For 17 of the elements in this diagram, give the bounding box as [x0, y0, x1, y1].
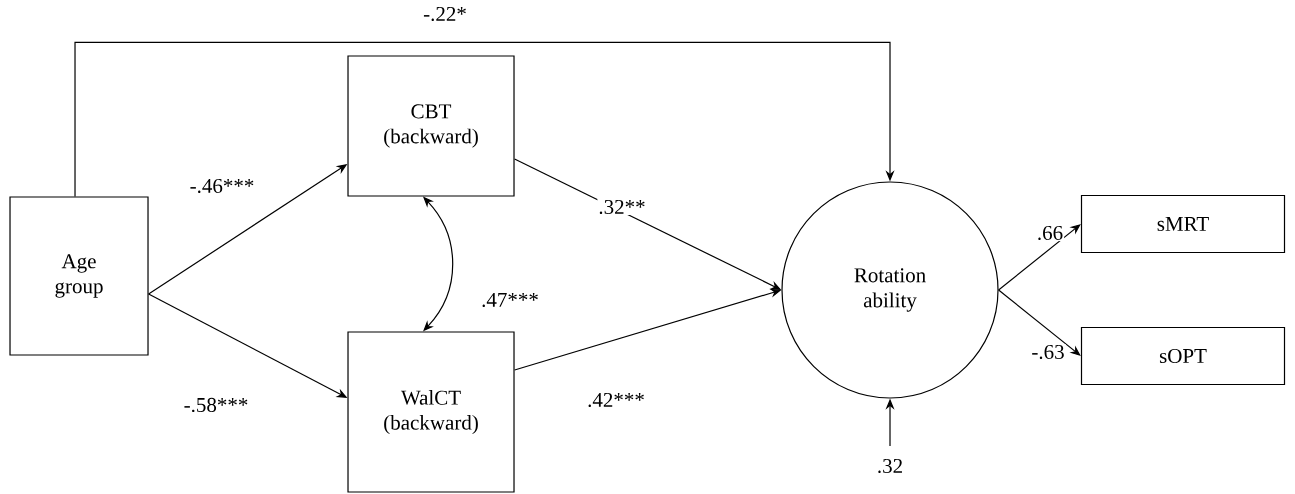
arrow [74, 41, 895, 197]
edge-label: .32** [597, 198, 647, 216]
variable-box: sOPT [1080, 326, 1286, 386]
edge-label: .32 [875, 457, 905, 475]
edge-label: -.58*** [182, 396, 250, 414]
edge-label: .66 [1035, 224, 1065, 242]
arrow [998, 224, 1081, 291]
variable-box: sMRT [1080, 194, 1286, 254]
edge-label: .47*** [480, 291, 540, 309]
edge-label: -.22* [422, 5, 468, 23]
edge-label: -.46*** [188, 177, 256, 195]
edge-label: .42*** [586, 391, 646, 409]
arrow [998, 289, 1081, 356]
variable-box: WalCT (backward) [347, 331, 515, 493]
variable-box: Age group [9, 196, 149, 356]
edge-label: -.63 [1030, 343, 1066, 361]
variable-box: CBT (backward) [347, 55, 515, 197]
